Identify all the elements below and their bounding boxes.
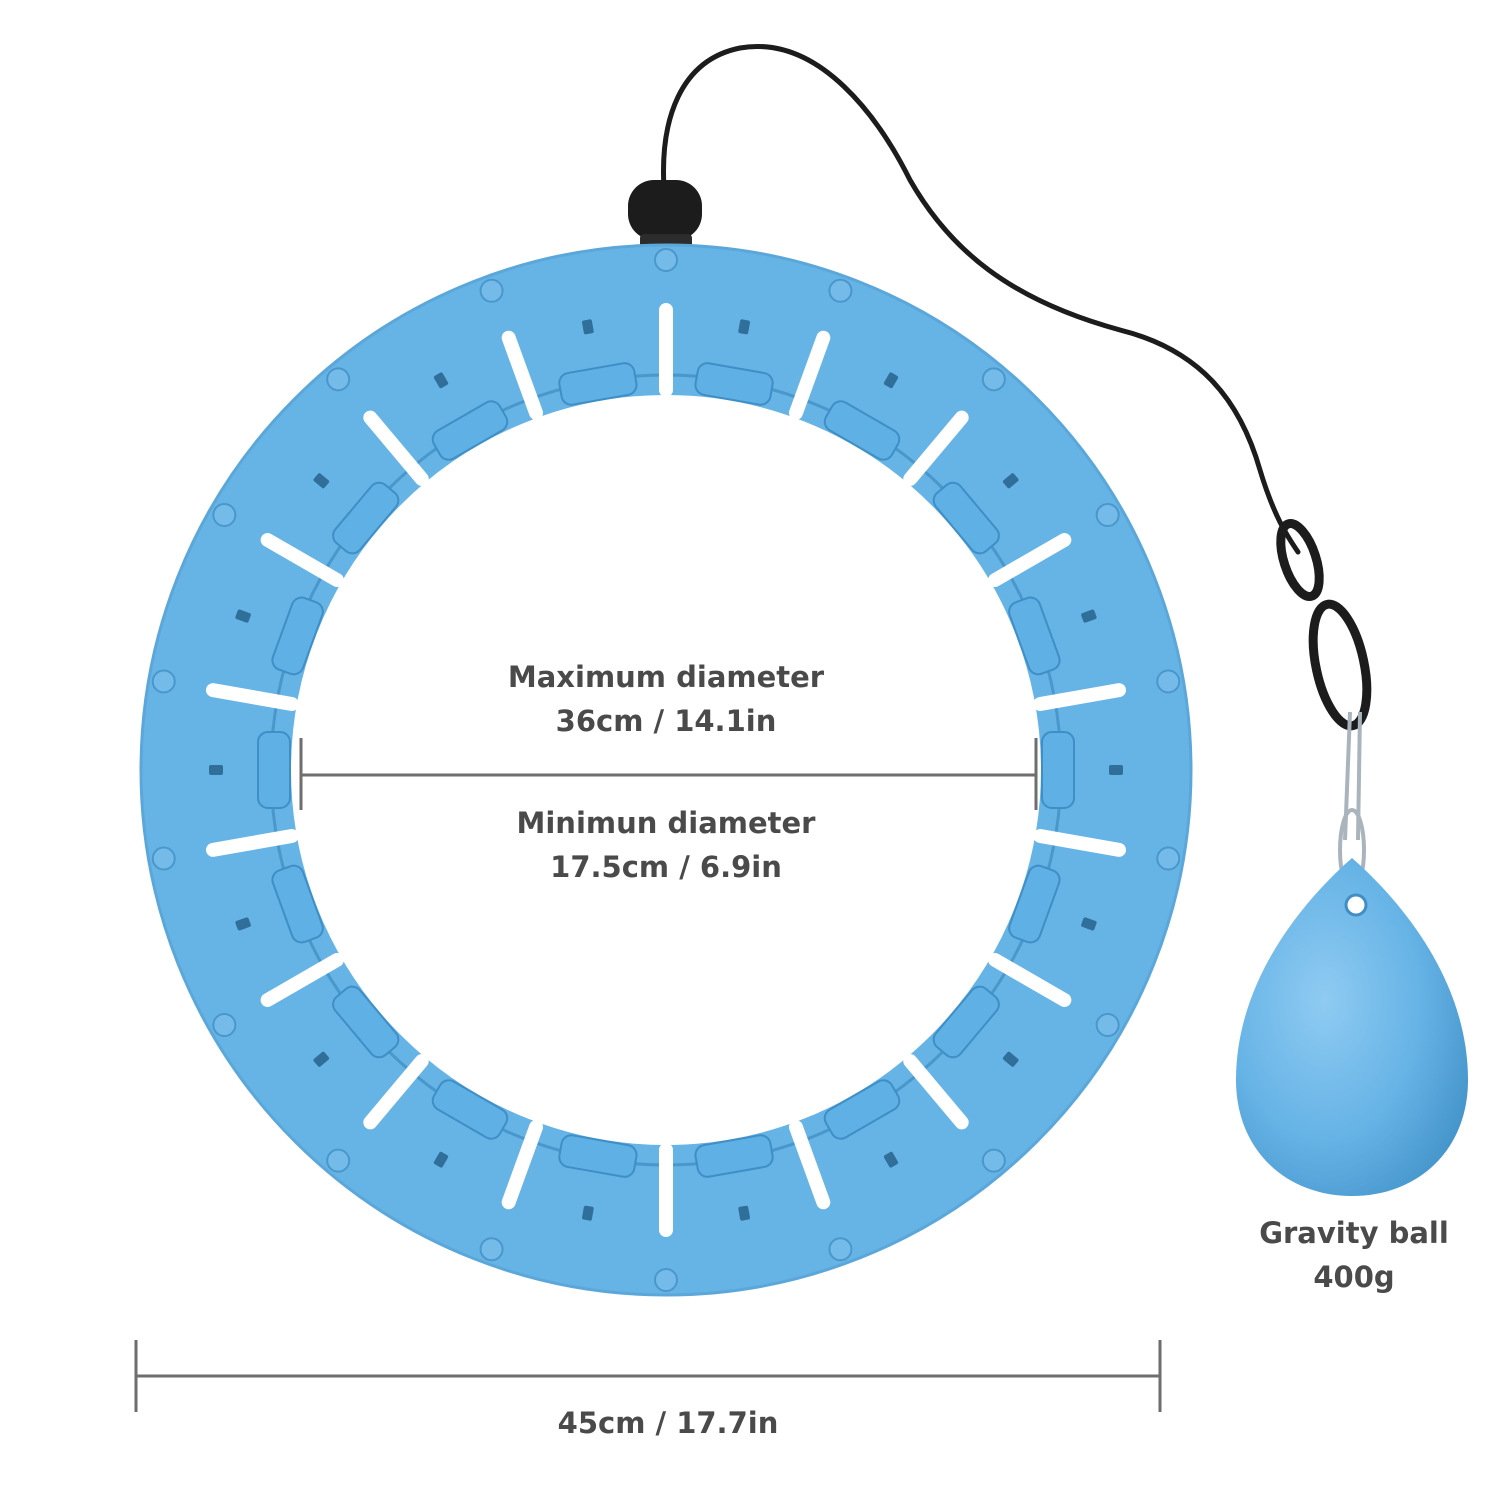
minimum-diameter-label: Minimun diameter 17.5cm / 6.9in	[466, 801, 866, 889]
massage-pad-icon	[694, 1134, 774, 1178]
hinge-icon	[981, 367, 1006, 392]
carabiner-icon	[1276, 519, 1372, 731]
segment-gap	[363, 1054, 429, 1130]
massage-pad-icon	[271, 864, 324, 944]
segment-window	[1109, 765, 1123, 775]
massage-pad-icon	[694, 362, 774, 406]
segment-gap	[363, 410, 429, 486]
hinge-icon	[212, 503, 237, 527]
gravity-ball-label: Gravity ball 400g	[1204, 1211, 1500, 1299]
gravity-ball-icon	[1236, 858, 1468, 1196]
massage-pad-icon	[1008, 596, 1061, 676]
min-diameter-value: 17.5cm / 6.9in	[550, 850, 782, 884]
hinge-icon	[1156, 846, 1181, 871]
massage-pad-icon	[823, 1079, 901, 1140]
hinge-icon	[828, 1237, 853, 1262]
hinge-icon	[1095, 1013, 1120, 1037]
segment-window	[433, 372, 449, 389]
hinge-icon	[1156, 669, 1181, 694]
segment-gap	[988, 953, 1072, 1007]
segment-window	[235, 917, 251, 931]
massage-pad-icon	[332, 481, 400, 555]
segment-window	[313, 473, 330, 489]
hinge-icon	[654, 1268, 678, 1292]
segment-window	[235, 609, 251, 623]
segment-gap	[501, 1120, 544, 1210]
segment-window	[582, 319, 594, 335]
massage-pad-icon	[332, 985, 400, 1059]
massage-pad-icon	[271, 596, 324, 676]
inner-measure-line	[299, 738, 1038, 810]
segment-window	[433, 1151, 449, 1168]
segment-window	[1081, 609, 1097, 623]
overall-diameter-value: 45cm / 17.7in	[557, 1406, 779, 1440]
massage-pad-icon	[932, 985, 1000, 1059]
massage-pad-icon	[431, 400, 509, 461]
connecting-rope	[661, 44, 1301, 555]
hinge-icon	[212, 1013, 237, 1037]
max-diameter-title: Maximum diameter	[507, 660, 825, 694]
gravity-ball-weight: 400g	[1313, 1260, 1395, 1294]
hinge-icon	[326, 1148, 351, 1173]
outer-measure-line	[134, 1340, 1162, 1412]
segment-window	[582, 1205, 594, 1221]
massage-pad-icon	[558, 1134, 638, 1178]
min-diameter-title: Minimun diameter	[516, 806, 816, 840]
massage-pad-icon	[431, 1079, 509, 1140]
hinge-icon	[654, 248, 678, 272]
hoop-segments	[151, 248, 1181, 1292]
segment-window	[883, 372, 899, 389]
connector-cap-icon	[628, 180, 702, 248]
segment-gap	[501, 330, 544, 420]
massage-pad-icon	[257, 731, 291, 809]
hoop-ring	[141, 245, 1191, 1295]
massage-pad-icon	[932, 481, 1000, 555]
segment-window	[738, 319, 750, 335]
segment-gap	[260, 953, 344, 1007]
segment-gap	[788, 1120, 831, 1210]
hinge-icon	[151, 846, 176, 871]
segment-gap	[1033, 828, 1127, 857]
segment-gap	[903, 410, 969, 486]
max-diameter-value: 36cm / 14.1in	[555, 704, 777, 738]
gravity-ball-title: Gravity ball	[1259, 1216, 1449, 1250]
hinge-icon	[151, 669, 176, 694]
hinge-icon	[326, 367, 351, 392]
segment-window	[1002, 1051, 1019, 1067]
segment-gap	[205, 828, 299, 857]
maximum-diameter-label: Maximum diameter 36cm / 14.1in	[466, 655, 866, 743]
hinge-icon	[981, 1148, 1006, 1173]
hinge-icon	[479, 278, 504, 303]
segment-window	[1002, 473, 1019, 489]
massage-pad-icon	[1008, 864, 1061, 944]
massage-pad-icon	[1041, 731, 1075, 809]
segment-window	[313, 1051, 330, 1067]
massage-pad-icon	[558, 362, 638, 406]
segment-gap	[260, 533, 344, 587]
segment-gap	[903, 1054, 969, 1130]
hinge-icon	[828, 278, 853, 303]
segment-gap	[988, 533, 1072, 587]
segment-window	[1081, 917, 1097, 931]
segment-gap	[205, 683, 299, 712]
segment-window	[883, 1151, 899, 1168]
overall-diameter-label: 45cm / 17.7in	[468, 1401, 868, 1445]
hinge-icon	[479, 1237, 504, 1262]
segment-window	[209, 765, 223, 775]
segment-window	[738, 1205, 750, 1221]
segment-gap	[1033, 683, 1127, 712]
massage-pad-icon	[823, 400, 901, 461]
hinge-icon	[1095, 503, 1120, 527]
segment-gap	[788, 330, 831, 420]
